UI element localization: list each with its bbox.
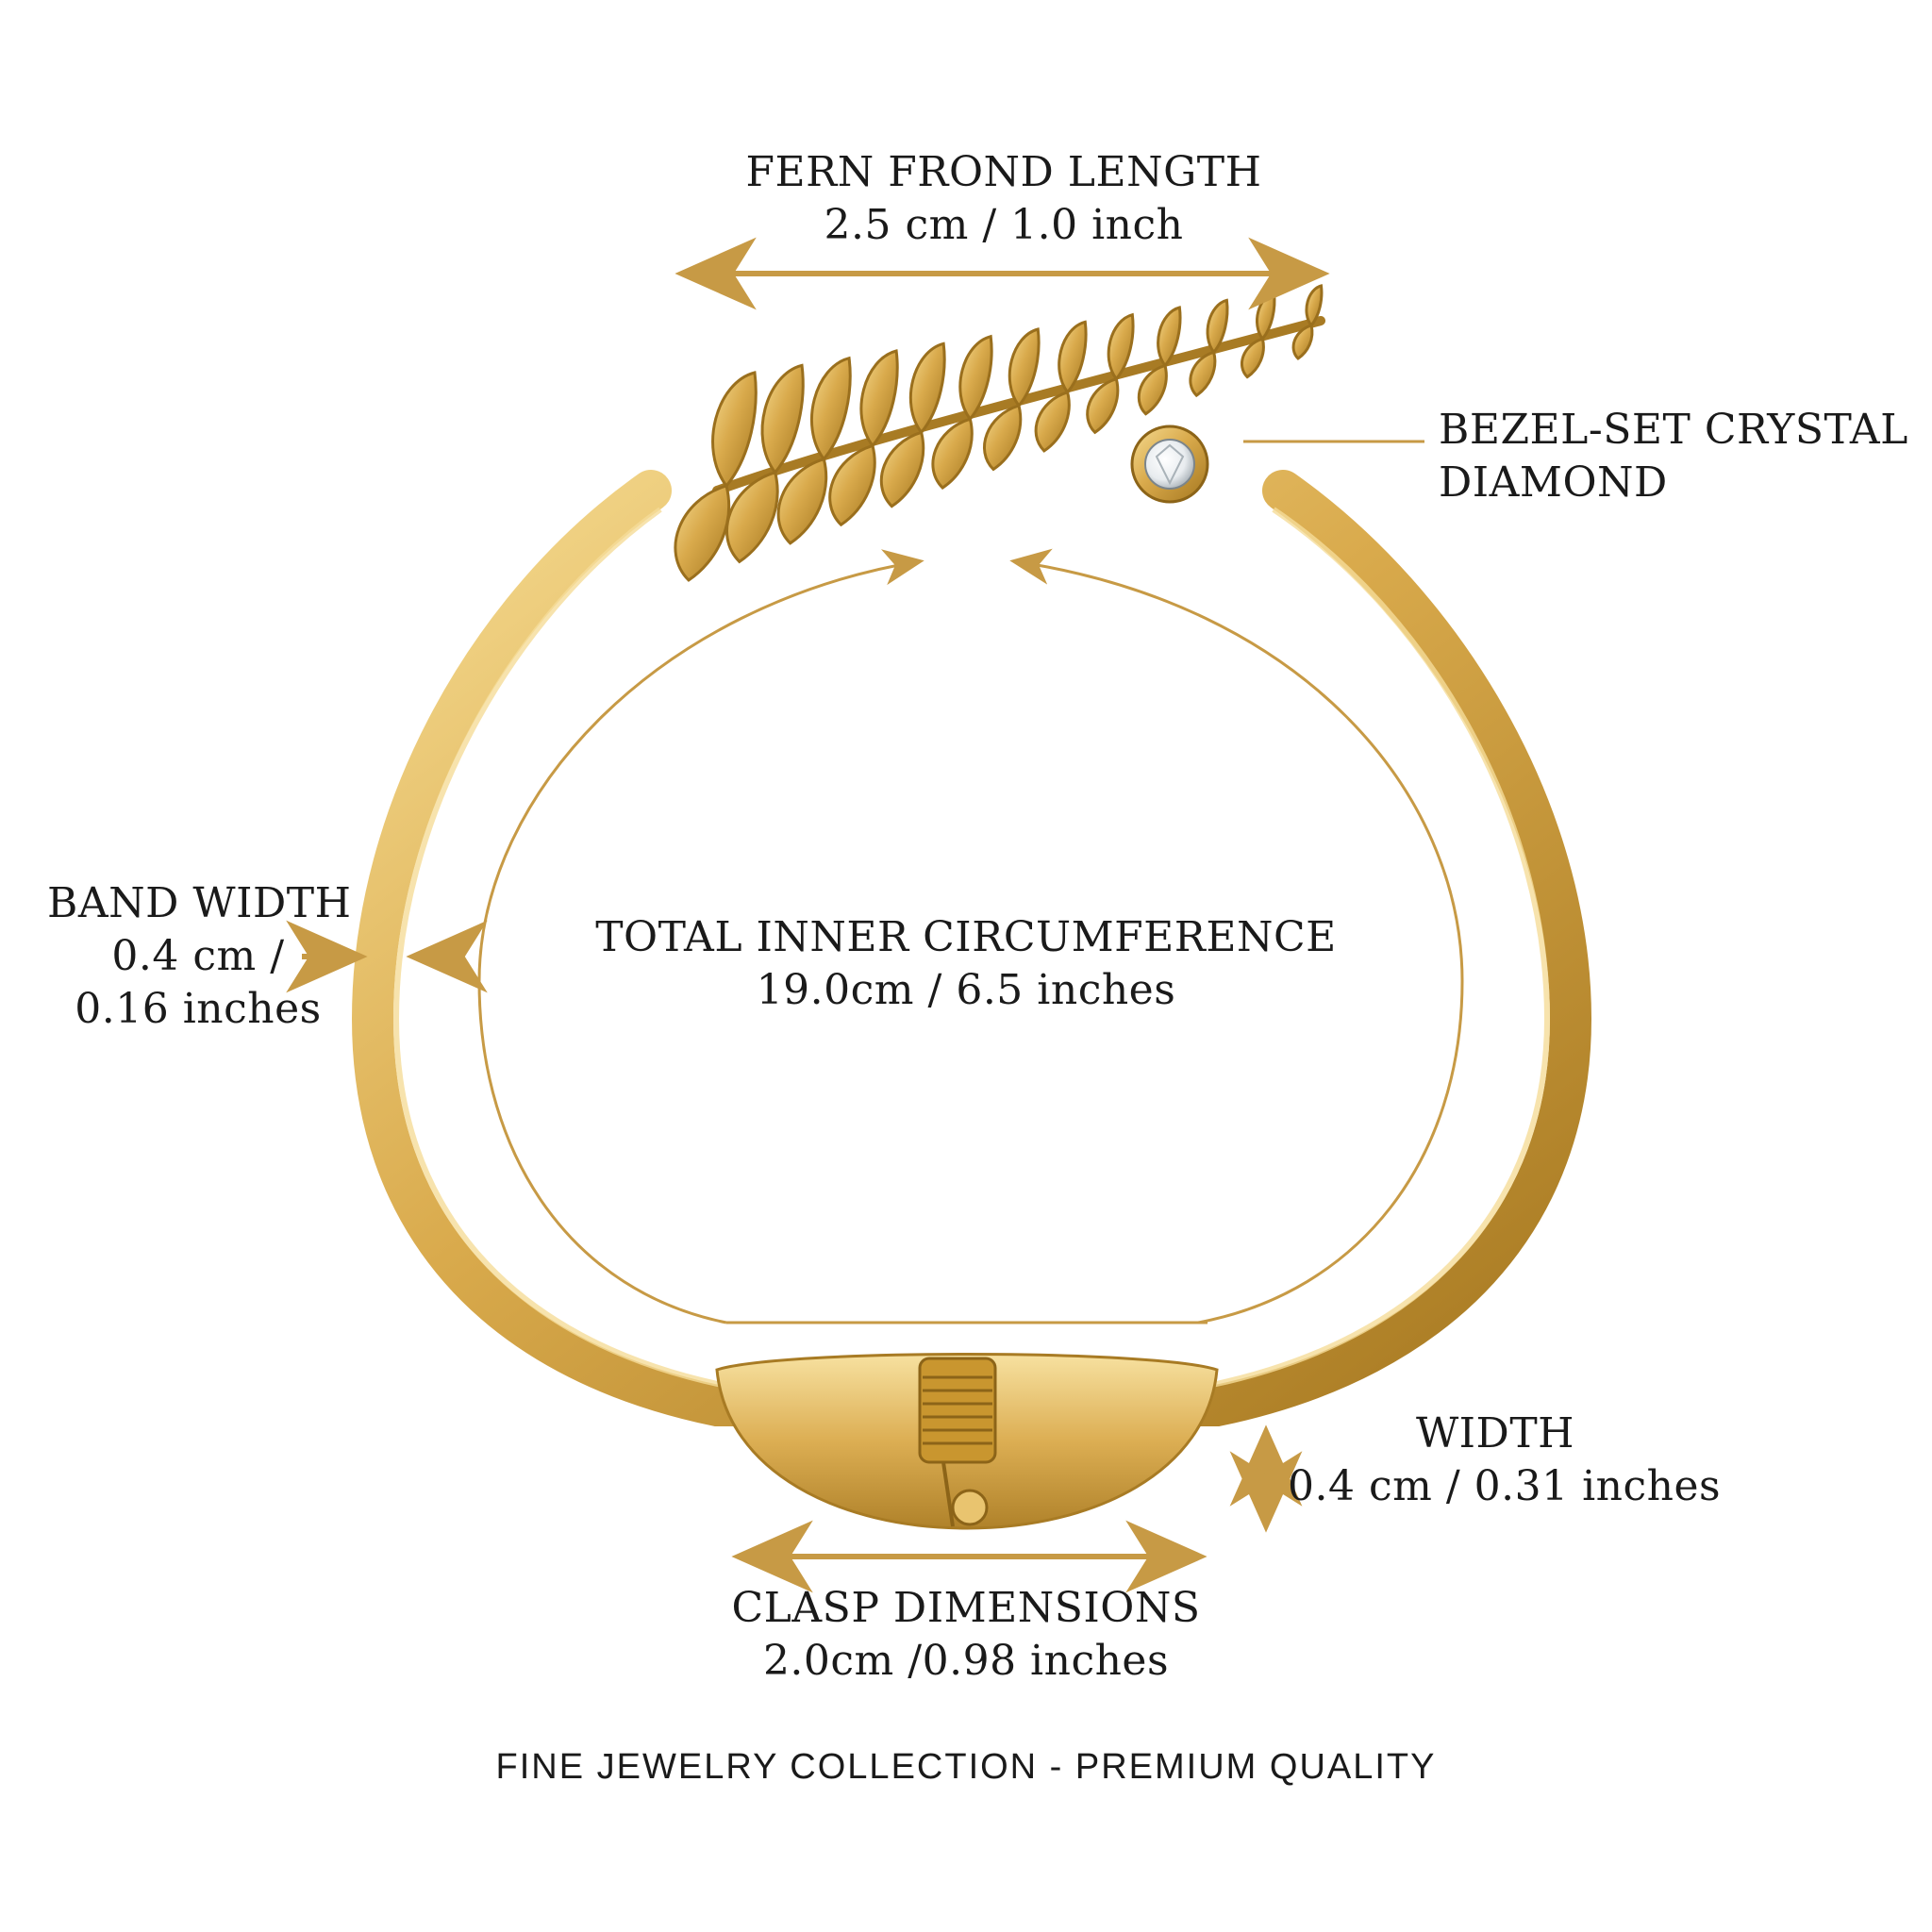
fern-frond-title: FERN FROND LENGTH	[745, 148, 1262, 196]
fern-leaflet-lower	[931, 417, 974, 491]
footer-tagline: FINE JEWELRY COLLECTION - PREMIUM QUALIT…	[495, 1747, 1437, 1787]
fern-leaflet-upper	[958, 334, 993, 422]
fern-frond-label: FERN FROND LENGTH 2.5 cm / 1.0 inch	[674, 146, 1334, 252]
fern-leaflet-lower	[1291, 324, 1314, 360]
fern-leaflet-lower	[879, 430, 925, 508]
clasp-label: CLASP DIMENSIONS 2.0cm /0.98 inches	[692, 1582, 1240, 1688]
width-value: 0.4 cm / 0.31 inches	[1288, 1462, 1722, 1510]
fern-leaflet-lower	[725, 470, 779, 564]
clasp-pin	[951, 1489, 989, 1526]
fern-leaflet-upper	[810, 356, 852, 462]
band-width-value1: 0.4 cm /	[111, 932, 285, 980]
band-width-title: BAND WIDTH	[47, 879, 352, 927]
fern-leaflet-upper	[760, 363, 805, 475]
width-label: WIDTH 0.4 cm / 0.31 inches	[1288, 1407, 1722, 1513]
fern-leaflet-lower	[1086, 376, 1120, 435]
hinge-clasp-icon	[715, 1353, 1219, 1530]
width-title: WIDTH	[1415, 1409, 1575, 1457]
crystal-gem-icon	[1130, 425, 1209, 504]
circumference-arc	[477, 549, 924, 1324]
fern-leaflet-lower	[983, 404, 1023, 472]
dimension-arrows	[286, 237, 1464, 1593]
circumference-title: TOTAL INNER CIRCUMFERENCE	[595, 913, 1337, 961]
clasp-title: CLASP DIMENSIONS	[731, 1584, 1201, 1632]
fern-leaflet-upper	[711, 371, 758, 489]
crystal-title-line1: BEZEL-SET CRYSTAL	[1439, 406, 1908, 454]
fern-leaflet-upper	[1107, 312, 1135, 382]
fern-leaflet-upper	[1008, 327, 1041, 408]
fern-leaflet-lower	[674, 484, 731, 582]
circumference-label: TOTAL INNER CIRCUMFERENCE 19.0cm / 6.5 i…	[589, 911, 1343, 1017]
clasp-spring	[918, 1357, 997, 1464]
fern-leaflet-upper	[908, 341, 946, 435]
circumference-arc-right	[1009, 548, 1464, 1324]
fern-leaflet-upper	[1058, 320, 1088, 395]
band-width-value2: 0.16 inches	[75, 985, 322, 1033]
fern-leaflet-lower	[1241, 337, 1265, 379]
fern-leaflet-lower	[1137, 363, 1168, 416]
crystal-title-line2: DIAMOND	[1439, 458, 1668, 507]
fern-leaflet-lower	[1034, 390, 1071, 453]
circumference-value: 19.0cm / 6.5 inches	[756, 966, 1176, 1014]
fern-leaflet-upper	[859, 349, 899, 448]
clasp-seam	[941, 1461, 955, 1527]
fern-leaflet-lower	[1189, 350, 1217, 398]
band-width-label: BAND WIDTH 0.4 cm / 0.16 inches	[47, 877, 352, 1036]
fern-leaflet-lower	[776, 457, 828, 545]
fern-frond-value: 2.5 cm / 1.0 inch	[824, 201, 1184, 249]
crystal-label: BEZEL-SET CRYSTAL DIAMOND	[1439, 404, 1908, 509]
fern-leaflet-lower	[828, 443, 876, 527]
fern-leaf-icon	[674, 284, 1325, 582]
clasp-value: 2.0cm /0.98 inches	[762, 1637, 1170, 1685]
